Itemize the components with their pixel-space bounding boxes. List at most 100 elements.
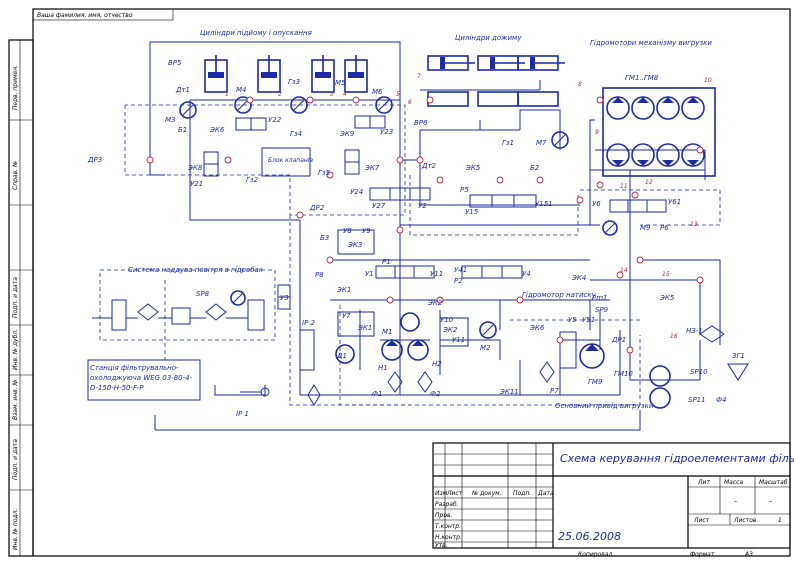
label-EK3: ЭК3	[347, 241, 362, 249]
marker-3: 3	[330, 91, 334, 98]
tb-role-5: Утв.	[435, 542, 448, 549]
label-Y24: У24	[350, 188, 363, 196]
tb-sheets: Листов	[733, 517, 757, 524]
tb-sheet: Лист	[693, 517, 710, 524]
tb-row-0: Изм	[435, 490, 448, 497]
label-P5: P5	[460, 186, 469, 194]
marker-4: 4	[343, 91, 347, 98]
label-Y15: У15	[465, 208, 479, 216]
label-EK5b: ЭК5	[659, 294, 675, 302]
side-label-6: Инв. № подл.	[12, 509, 19, 550]
pressure-gauges	[179, 96, 618, 339]
side-label-3: Инв. № дубл.	[12, 329, 19, 370]
label-Y2: У2	[418, 202, 427, 210]
label-Y6: У6	[592, 200, 601, 208]
tb-mass: Масса	[724, 479, 743, 486]
title-block: Изм Лист № докум. Подп. Дата Разраб. Про…	[432, 442, 794, 558]
hydraulic-scheme: Циліндри підйому і опускання Циліндри до…	[87, 29, 749, 431]
label-Y10: У10	[440, 316, 454, 324]
label-P6: P6	[660, 224, 669, 232]
label-Y4: У4	[522, 270, 531, 278]
tb-format: Формат	[690, 551, 715, 558]
lift-cylinder-group	[204, 55, 368, 93]
tb-dash-1: –	[734, 498, 737, 505]
label-Y22: У22	[268, 116, 282, 124]
label-P1: P1	[382, 258, 391, 266]
marker-8: 8	[578, 81, 582, 88]
label-Gz5: Гз5	[318, 169, 331, 177]
label-GM10: ГМ10	[614, 370, 633, 378]
label-Gz1: Гз1	[502, 139, 514, 147]
drawing-title: Схема керування гідроелементами фільтр-п…	[560, 452, 794, 465]
group-pump: Гідромотор натиску	[522, 291, 597, 299]
label-EK4: ЭК4	[571, 274, 586, 282]
label-Gz3: Гз3	[288, 78, 300, 86]
tb-lit: Лит	[697, 479, 710, 486]
marker-11: 11	[620, 183, 628, 190]
label-EK8: ЭК8	[187, 164, 203, 172]
label-SP10: SP10	[690, 368, 708, 376]
marker-6: 6	[408, 99, 412, 106]
hydromotor-grid	[602, 87, 716, 177]
valve-block-label: Блок клапанів	[268, 157, 313, 164]
label-Y5: У5	[568, 316, 577, 324]
label-GM1GM8: ГМ1..ГМ8	[625, 74, 659, 82]
marker-2: 2	[278, 91, 282, 98]
label-DR2: ДР2	[309, 204, 325, 212]
side-label-1: Справ. №	[12, 161, 19, 190]
side-label-0: Перв. примен.	[12, 65, 19, 110]
station-label: Станція фільтрувально-охолоджуюча WEG 03…	[90, 364, 193, 392]
label-Y1: У1	[365, 270, 374, 278]
label-EK11: ЭК11	[499, 388, 519, 396]
label-Dt1: Дт1	[175, 86, 190, 94]
label-M7: M7	[536, 139, 547, 147]
label-Y21: У21	[190, 180, 203, 188]
label-F1: Ф1	[372, 390, 382, 398]
stamp-top: Ваша фамилия, имя, отчество	[37, 12, 133, 19]
label-GM9: ГМ9	[588, 378, 603, 386]
label-DR1: ДР1	[611, 336, 626, 344]
label-Dt2: Дт2	[421, 162, 437, 170]
clamp-cylinder-group	[427, 55, 565, 107]
label-P2: P2	[454, 277, 463, 285]
label-Y27: У27	[372, 202, 386, 210]
label-BP6: BP6	[414, 119, 428, 127]
label-Y41: У41	[454, 266, 467, 274]
tb-row-1: Лист	[446, 490, 463, 497]
label-Y9: У9	[362, 227, 371, 235]
label-M2: M2	[480, 344, 491, 352]
label-EK1b: ЭК1	[357, 324, 372, 332]
junction-points	[146, 96, 704, 354]
side-label-4: Взам. инв. №	[12, 379, 19, 420]
label-Gz2: Гз2	[246, 176, 259, 184]
tb-scale: Масштаб	[759, 479, 788, 486]
tb-role-1: Пров.	[435, 512, 453, 519]
label-EK6: ЭК6	[209, 126, 225, 134]
group-clamp-cylinders: Циліндри дожиму	[455, 34, 522, 42]
label-Y51: У51	[582, 316, 595, 324]
label-Y61: У61	[668, 198, 681, 206]
label-Y11b: У11	[452, 336, 465, 344]
label-B1: Б1	[178, 126, 187, 134]
label-D1: Д1	[336, 352, 347, 360]
label-IR2: ІР 2	[302, 319, 316, 327]
label-B3: Б3	[320, 234, 329, 242]
label-P8: P8	[315, 271, 324, 279]
label-M6: M6	[372, 88, 383, 96]
label-Y151: У151	[535, 200, 553, 208]
label-M5: M5	[335, 79, 346, 87]
label-M1: M1	[382, 328, 393, 336]
label-P7: P7	[550, 387, 559, 395]
label-Y23: У23	[380, 128, 393, 136]
group-drive: Основний привід вигрузки	[555, 402, 654, 410]
label-M9: M9	[640, 224, 651, 232]
label-EK7: ЭК7	[364, 164, 380, 172]
group-lift-cylinders: Циліндри підйому і опускання	[200, 29, 312, 37]
label-EK1: ЭК1	[336, 286, 351, 294]
label-F2: Ф2	[430, 390, 441, 398]
label-EK6b: ЭК6	[529, 324, 545, 332]
marker-7: 7	[417, 73, 421, 80]
label-H2: H2	[432, 360, 442, 368]
label-M3: M3	[165, 116, 176, 124]
